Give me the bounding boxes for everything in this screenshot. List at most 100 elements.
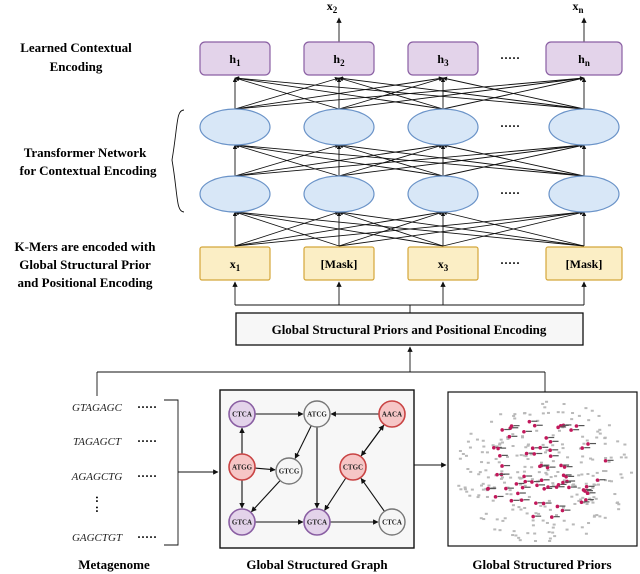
prior-dot-tag xyxy=(512,427,519,429)
prior-dot-tag xyxy=(564,509,571,511)
prior-dot-grey xyxy=(511,534,515,537)
prior-dot-grey xyxy=(522,454,526,457)
prior-dot-tag xyxy=(570,486,577,488)
prior-dot-grey xyxy=(589,457,593,460)
prior-dot-grey xyxy=(517,536,521,539)
prior-dot-grey xyxy=(495,445,499,448)
prior-dot-grey xyxy=(580,526,584,529)
prior-dot-grey xyxy=(620,476,624,479)
prior-dot-grey xyxy=(505,436,509,439)
prior-dot-grey xyxy=(513,417,517,420)
prior-dot-grey xyxy=(591,474,595,477)
prior-dot-grey xyxy=(609,456,613,459)
prior-dot-grey xyxy=(561,506,565,509)
l1-to-h-edge-2-1 xyxy=(338,77,444,110)
prior-dot-grey xyxy=(526,458,530,461)
prior-dot-grey xyxy=(561,447,565,450)
prior-dot-grey xyxy=(499,438,503,441)
graph-edge-11 xyxy=(360,477,385,512)
prior-dot-grey xyxy=(516,471,520,474)
input-node-x3: x3 xyxy=(407,246,479,281)
prior-dot-tag xyxy=(586,490,593,492)
prior-dot-grey xyxy=(530,478,534,481)
graph-node-label: AACA xyxy=(382,411,402,419)
prior-dot-grey xyxy=(586,473,590,476)
prior-dot-grey xyxy=(521,435,525,438)
prior-dot-highlight xyxy=(519,498,524,502)
prior-dot-highlight xyxy=(574,424,579,428)
prior-dot-grey xyxy=(470,488,474,491)
prior-dot-grey xyxy=(580,473,584,476)
prior-dot-grey xyxy=(520,477,524,480)
prior-dot-grey xyxy=(476,496,480,499)
graph-node-label: GTCG xyxy=(279,468,300,476)
prior-dot-tag xyxy=(589,492,596,494)
prior-dot-grey xyxy=(570,418,574,421)
prior-dot-highlight xyxy=(539,478,544,483)
prior-dot-grey xyxy=(593,514,597,517)
x-to-l2-edge-2-1 xyxy=(338,211,444,247)
prior-dot-grey xyxy=(551,482,555,485)
prior-dot-tag xyxy=(543,479,550,481)
caption-global-structured-priors: Global Structured Priors xyxy=(472,557,611,572)
prior-dot-highlight xyxy=(496,446,500,451)
prior-dot-grey xyxy=(543,505,547,508)
prior-dot-highlight xyxy=(498,453,502,458)
metagenome-kmer-list: GTAGAGC ····· TAGAGCT ····· AGAGCTG ····… xyxy=(71,400,157,544)
prior-dot-tag xyxy=(569,480,576,482)
prior-dot-grey xyxy=(533,540,537,543)
svg-text:Learned Contextual: Learned Contextual xyxy=(20,40,132,55)
prior-dot-highlight xyxy=(595,478,600,482)
prior-dot-grey xyxy=(613,493,617,496)
prior-dot-grey xyxy=(535,429,539,432)
svg-text::: : xyxy=(95,501,99,515)
prior-dot-grey xyxy=(508,489,512,492)
prior-dot-grey xyxy=(551,484,555,487)
prior-dot-tag xyxy=(501,454,508,456)
prior-dot-grey xyxy=(556,411,560,414)
x-to-l2-edge-3-0 xyxy=(234,210,585,247)
prior-dot-tag xyxy=(504,464,511,467)
prior-dot-tag xyxy=(559,505,566,507)
prior-dot-grey xyxy=(512,530,516,533)
prior-dot-grey xyxy=(497,461,501,464)
prior-dot-highlight xyxy=(560,508,565,513)
prior-dot-highlight xyxy=(534,501,538,505)
prior-dot-grey xyxy=(498,442,502,445)
prior-dot-grey xyxy=(579,498,583,501)
input-node-x1: x1 xyxy=(199,246,271,281)
graph-edge-8 xyxy=(324,477,347,511)
prior-dot-grey xyxy=(537,512,541,515)
prior-dot-grey xyxy=(592,496,596,499)
prior-dot-highlight xyxy=(561,473,566,478)
priors-panel xyxy=(447,391,638,547)
graph-node-ctgc-5: CTGC xyxy=(339,453,367,481)
prior-dot-highlight xyxy=(493,495,498,499)
prior-dot-grey xyxy=(482,445,486,448)
prior-dot-tag xyxy=(549,466,556,468)
prior-dot-grey xyxy=(598,428,602,431)
prior-dot-grey xyxy=(461,452,465,455)
svg-text:x3: x3 xyxy=(438,257,449,273)
gsp-box: Global Structural Priors and Positional … xyxy=(235,312,584,346)
prior-dot-grey xyxy=(596,483,600,486)
kmer-1: GTAGAGC xyxy=(72,402,123,414)
prior-dot-highlight xyxy=(554,485,559,489)
layer1-ellipsis: ····· xyxy=(500,119,520,133)
prior-dot-tag xyxy=(550,486,557,488)
prior-dot-grey xyxy=(480,451,484,454)
prior-dot-grey xyxy=(566,456,570,459)
svg-text:h3: h3 xyxy=(437,52,449,68)
l2-to-l1-edge-3-1 xyxy=(338,143,585,177)
prior-dot-highlight xyxy=(542,486,547,491)
svg-text::: : xyxy=(95,491,99,505)
prior-dot-highlight xyxy=(504,486,508,491)
x-to-l2-edge-1-0 xyxy=(234,211,340,247)
prior-dot-highlight xyxy=(530,446,535,450)
prior-dot-grey xyxy=(577,474,581,477)
prior-dot-grey xyxy=(619,456,623,459)
transformer-node-l1-1 xyxy=(199,108,271,146)
prior-dot-grey xyxy=(598,432,602,435)
prior-dot-tag xyxy=(545,502,552,504)
prior-dot-grey xyxy=(616,440,620,443)
